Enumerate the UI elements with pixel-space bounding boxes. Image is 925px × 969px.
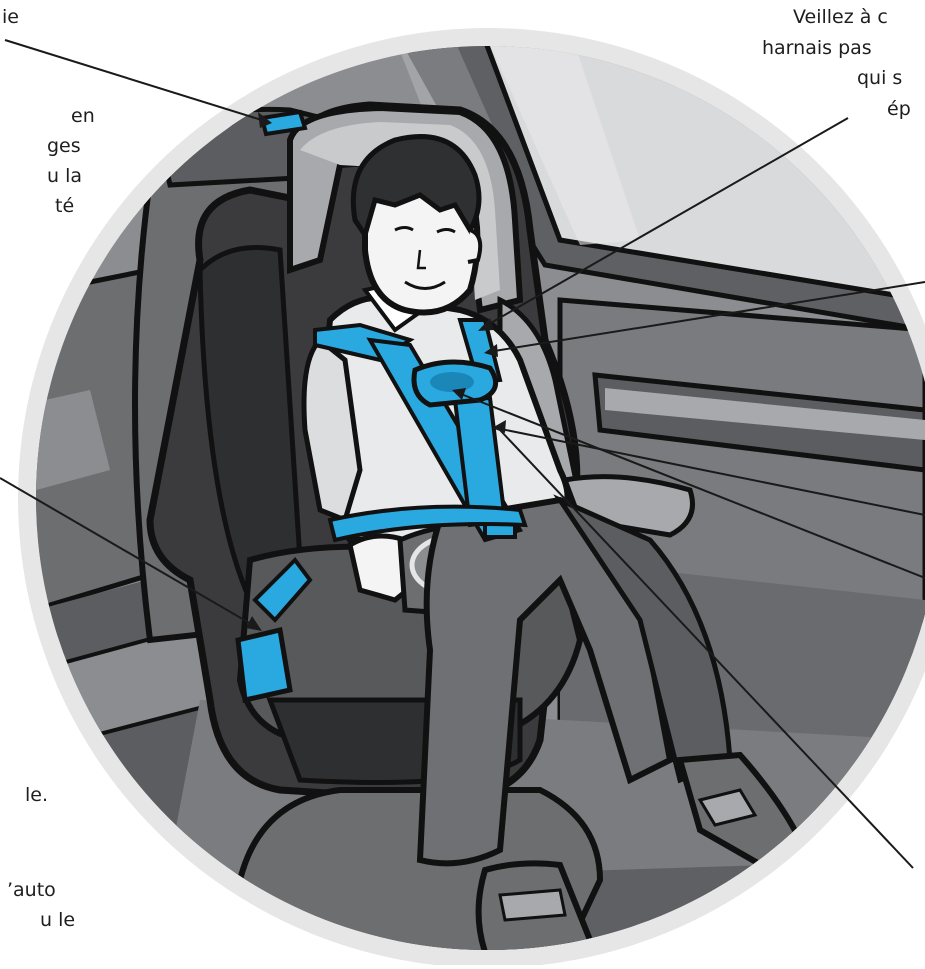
caption-left-line-4: té bbox=[55, 191, 74, 222]
caption-bottom-left-line-1: le. bbox=[25, 780, 48, 811]
caption-top-right-line-3: qui s bbox=[857, 63, 902, 94]
caption-top-right-line-4: ép bbox=[887, 94, 911, 125]
lower-anchor-clip bbox=[238, 630, 290, 700]
caption-top-right-line-2: harnais pas bbox=[762, 33, 872, 64]
caption-left-line-1: en bbox=[71, 101, 95, 132]
caption-top-right-line-1: Veillez à c bbox=[793, 2, 888, 33]
caption-top-left: ie bbox=[2, 2, 19, 33]
caption-left-line-2: ges bbox=[47, 131, 81, 162]
caption-bottom-left-line-2: ’auto bbox=[7, 875, 56, 906]
caption-bottom-left-line-3: u le bbox=[40, 905, 75, 936]
caption-left-line-3: u la bbox=[47, 161, 82, 192]
